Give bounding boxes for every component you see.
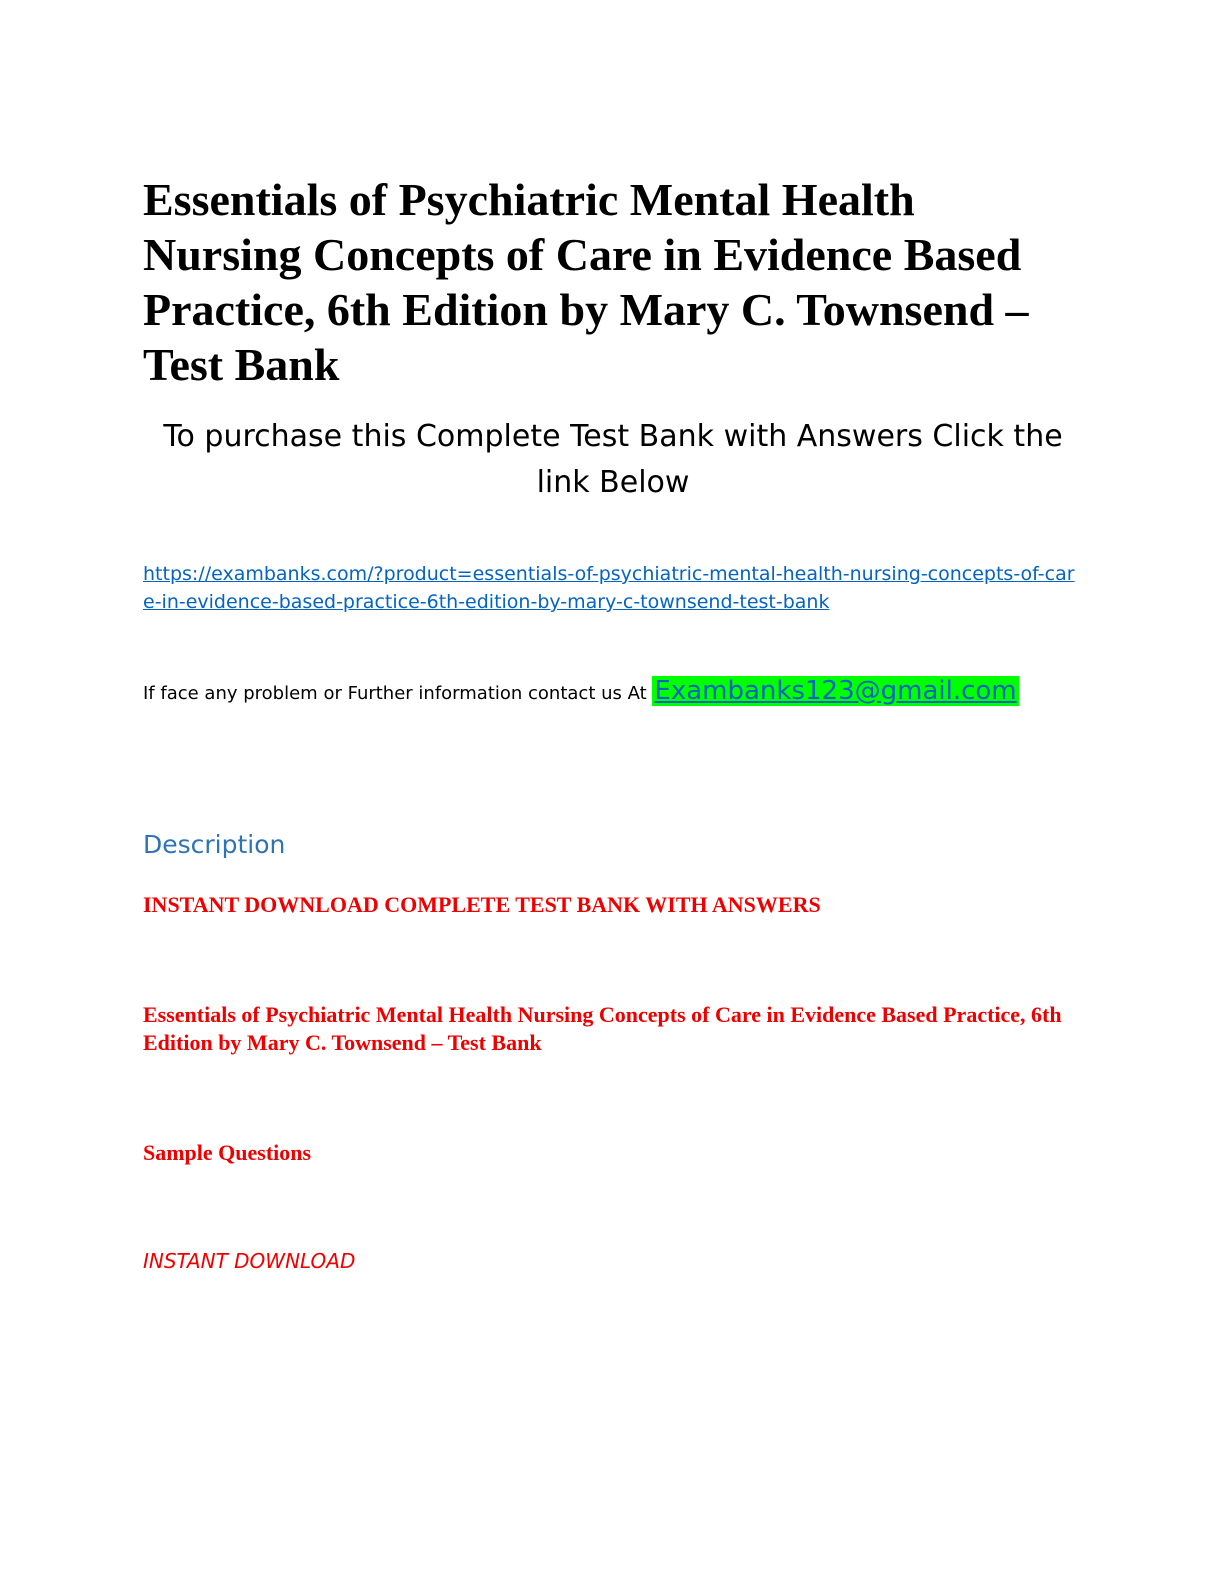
contact-text: If face any problem or Further informati…: [143, 683, 653, 704]
contact-line: If face any problem or Further informati…: [143, 674, 1083, 711]
sample-questions-heading: Sample Questions: [143, 1140, 312, 1165]
instant-download-text: INSTANT DOWNLOAD: [143, 1249, 356, 1273]
document-body: Essentials of Psychiatric Mental Health …: [143, 172, 1083, 1275]
book-title: Essentials of Psychiatric Mental Health …: [143, 1002, 1062, 1055]
description-heading: Description: [143, 830, 286, 859]
instant-download-heading: INSTANT DOWNLOAD COMPLETE TEST BANK WITH…: [143, 892, 821, 917]
page-title: Essentials of Psychiatric Mental Health …: [143, 174, 1029, 390]
contact-email-link[interactable]: Exambanks123@gmail.com: [652, 676, 1019, 706]
purchase-instruction: To purchase this Complete Test Bank with…: [163, 419, 1063, 500]
product-link[interactable]: https://exambanks.com/?product=essential…: [143, 563, 1075, 613]
